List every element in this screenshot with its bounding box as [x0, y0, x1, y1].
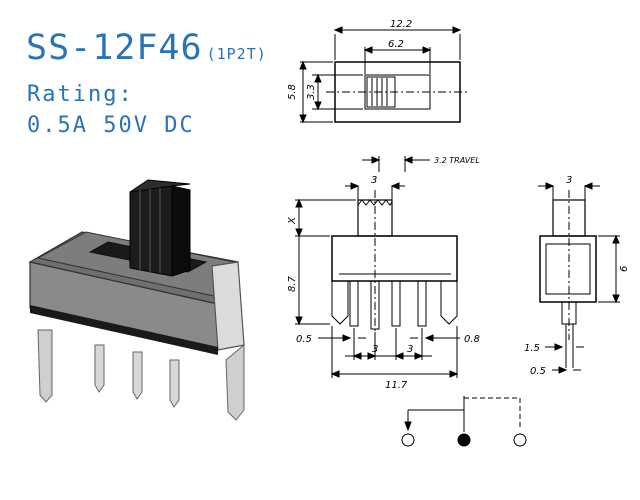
terminal-1 — [401, 433, 415, 447]
common-terminal — [457, 433, 471, 447]
left-bracket-leg — [37, 329, 53, 403]
rating-value: 0.5A 50V DC — [27, 113, 195, 138]
dim-top-total-width: 12.2 — [390, 19, 412, 30]
dim-top-inner-height: 3.3 — [306, 84, 317, 100]
dim-side-height: 6 — [619, 266, 630, 272]
dim-side-pin-width: 1.5 — [524, 343, 540, 354]
dim-base-length: 11.7 — [385, 380, 408, 391]
dim-travel: 3.2 TRAVEL — [434, 156, 480, 165]
right-bracket-leg — [225, 343, 245, 421]
dim-body-height: 8.7 — [287, 275, 298, 292]
model-number: SS-12F46 — [26, 28, 203, 68]
dim-pin-pitch-1: 3 — [372, 344, 378, 355]
dim-top-height: 5.8 — [287, 84, 298, 100]
slider-handle-side — [171, 185, 191, 277]
side-view-body — [539, 235, 597, 303]
handle-ridges — [357, 199, 393, 206]
dim-handle-width: 3 — [371, 175, 377, 186]
model-title: SS-12F46(1P2T) — [26, 28, 267, 68]
side-bracket — [211, 261, 245, 351]
dim-side-handle-width: 3 — [566, 175, 572, 186]
dim-top-inner-width: 6.2 — [388, 39, 404, 50]
switch-schematic — [401, 396, 527, 447]
pin-1 — [94, 344, 105, 393]
slider-handle-top — [129, 179, 191, 193]
pin-3 — [169, 359, 180, 408]
dim-side-pin-thickness: 0.5 — [530, 366, 546, 377]
pole-config: (1P2T) — [206, 45, 267, 63]
rating-label: Rating: — [27, 82, 134, 107]
dim-pin-pitch-2: 3 — [407, 344, 413, 355]
base-strip — [30, 305, 218, 355]
dim-pin-width-left: 0.5 — [296, 334, 312, 345]
pin-2 — [132, 351, 143, 400]
terminal-2 — [513, 433, 527, 447]
dim-pin-width-right: 0.8 — [464, 334, 480, 345]
dim-x-label: X — [287, 216, 298, 225]
